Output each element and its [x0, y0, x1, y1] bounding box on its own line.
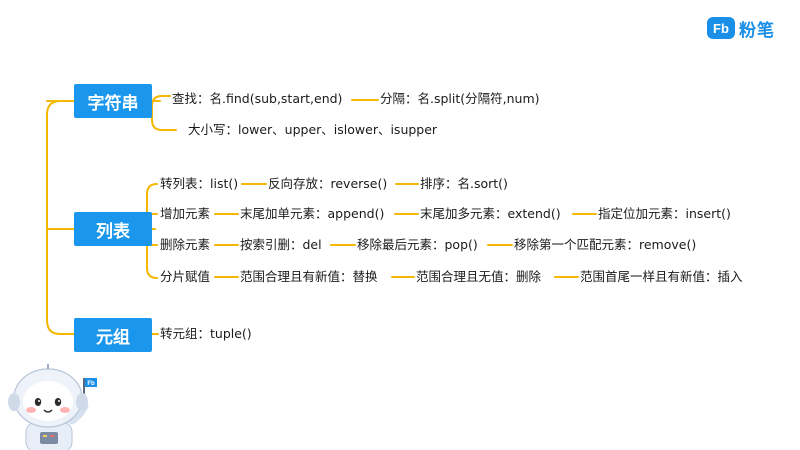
node-list-del: 按索引删：del: [240, 237, 322, 252]
node-list-delete: 删除元素: [160, 237, 211, 252]
brand-logo: Fb 粉笔: [706, 14, 775, 42]
node-list-insert-range: 范围首尾一样且有新值：插入: [580, 269, 743, 284]
brand-name: 粉笔: [739, 20, 775, 41]
node-list-add: 增加元素: [160, 206, 211, 221]
node-list-reverse: 反向存放：reverse(): [268, 176, 388, 191]
node-list-slice: 分片赋值: [160, 269, 211, 284]
node-tuple-convert: 转元组：tuple(): [160, 326, 252, 341]
svg-text:Fb: Fb: [87, 381, 95, 387]
node-list-convert: 转列表：list(): [160, 176, 239, 191]
box-list: 列表: [74, 212, 152, 246]
node-list-erase: 范围合理且无值：删除: [416, 269, 542, 284]
node-string-split: 分隔：名.split(分隔符,num): [380, 91, 540, 106]
node-string-find: 查找：名.find(sub,start,end): [172, 91, 343, 106]
box-string: 字符串: [74, 84, 152, 118]
node-list-replace: 范围合理且有新值：替换: [240, 269, 378, 284]
svg-text:Fb: Fb: [713, 21, 729, 36]
node-list-remove: 移除第一个匹配元素：remove(): [514, 237, 697, 252]
node-list-extend: 末尾加多元素：extend(): [420, 206, 561, 221]
astronaut-mascot-icon: Fb: [8, 364, 97, 450]
box-tuple: 元组: [74, 318, 152, 352]
node-list-pop: 移除最后元素：pop(): [357, 237, 478, 252]
node-list-sort: 排序：名.sort(): [420, 176, 508, 191]
node-string-case: 大小写：lower、upper、islower、isupper: [188, 122, 438, 137]
node-list-append: 末尾加单元素：append(): [240, 206, 385, 221]
fenbi-logo-icon: Fb: [707, 17, 735, 39]
node-list-insert: 指定位加元素：insert(): [598, 206, 731, 221]
